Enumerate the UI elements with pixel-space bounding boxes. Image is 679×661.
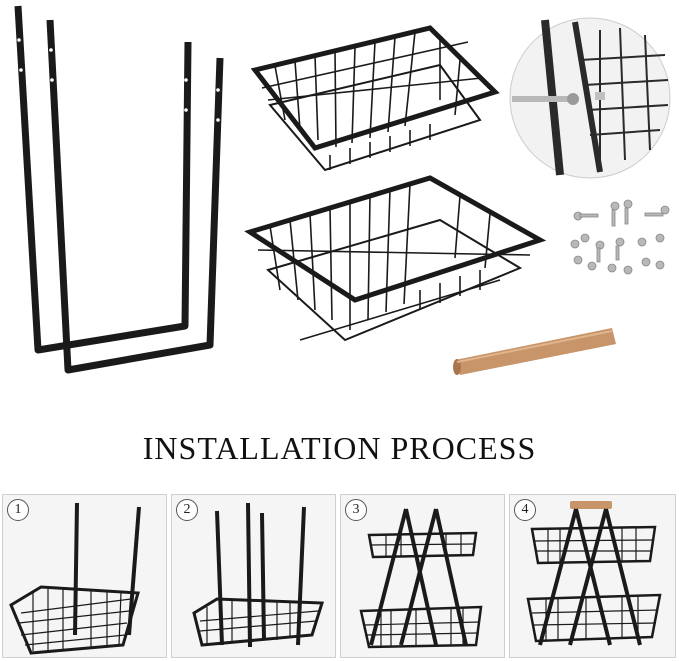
step-number-badge: 3 [345,499,367,521]
step-number-badge: 1 [7,499,29,521]
step-4-illustration [526,501,662,646]
screws-hardware [570,199,670,275]
wooden-handle [453,328,616,375]
step-2-illustration [192,502,325,648]
wooden-handle-installed [570,501,612,509]
u-frame-right [46,19,224,374]
parts-overview-illustration [14,5,671,375]
step-4-panel: 4 [509,494,676,658]
step-2-panel: 2 [171,494,336,658]
step-number-badge: 2 [176,499,198,521]
screw-detail-closeup [509,17,671,179]
installation-process-heading: INSTALLATION PROCESS [142,430,537,466]
step-3-panel: 3 [340,494,505,658]
wire-basket-top [250,25,500,172]
step-1-panel: 1 [2,494,167,658]
step-1-illustration [9,502,141,655]
step-3-illustration [359,508,483,649]
u-frame-left [14,5,192,354]
wire-basket-bottom [244,175,547,342]
step-number-badge: 4 [514,499,536,521]
